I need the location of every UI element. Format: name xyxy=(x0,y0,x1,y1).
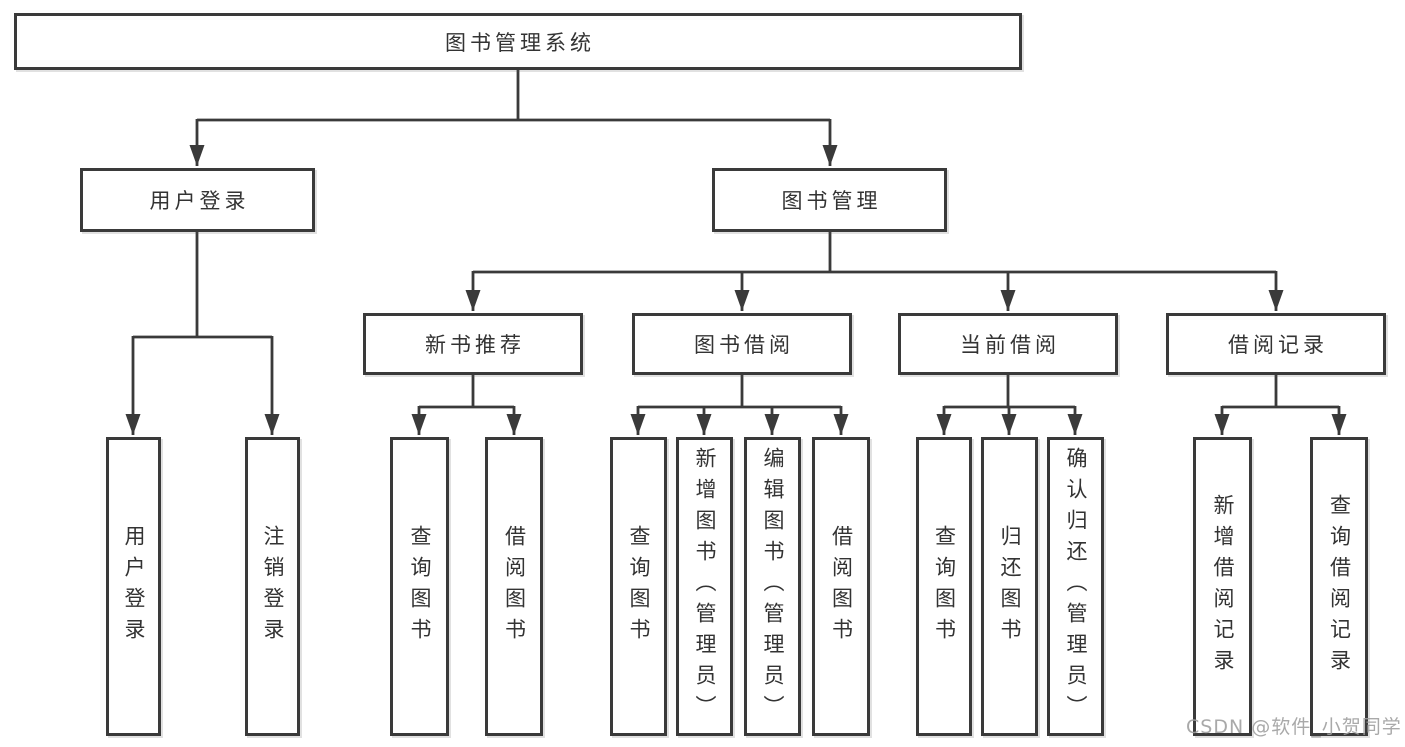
node-label: 查询图书 xyxy=(627,524,651,649)
node-records-add-record: 新增借阅记录 xyxy=(1193,437,1252,736)
node-book-borrowing: 图书借阅 xyxy=(632,313,852,375)
node-label: 新书推荐 xyxy=(425,333,525,357)
connectors-current-borrowing xyxy=(936,375,1083,435)
node-book-management: 图书管理 xyxy=(712,168,947,232)
connectors-book-management xyxy=(465,232,1284,311)
node-label: 借阅图书 xyxy=(502,524,527,649)
node-label: 归还图书 xyxy=(998,524,1022,649)
node-label: 查询借阅记录 xyxy=(1327,493,1352,680)
connectors-borrow-records xyxy=(1214,375,1347,435)
node-user-login-leaf: 用户登录 xyxy=(106,437,161,736)
connectors-book-borrowing xyxy=(630,375,849,435)
connectors-new-book-recommendation xyxy=(411,375,522,435)
node-label: 借阅图书 xyxy=(829,524,854,649)
node-current-query-books: 查询图书 xyxy=(916,437,972,736)
node-label: 新增借阅记录 xyxy=(1211,493,1235,680)
node-label: 新增图书（管理员） xyxy=(693,447,717,726)
node-label: 当前借阅 xyxy=(960,333,1060,357)
node-label: 图书借阅 xyxy=(694,333,794,357)
node-borrow-records: 借阅记录 xyxy=(1166,313,1386,375)
node-label: 注销登录 xyxy=(261,524,285,649)
node-library-management-system: 图书管理系统 xyxy=(14,13,1022,70)
node-borrowing-edit-books-admin: 编辑图书（管理员） xyxy=(744,437,801,736)
node-user-login: 用户登录 xyxy=(80,168,315,232)
node-recommend-borrow-books: 借阅图书 xyxy=(485,437,543,736)
node-recommend-query-books: 查询图书 xyxy=(390,437,449,736)
node-current-return-books: 归还图书 xyxy=(981,437,1038,736)
watermark-text: CSDN @软件_小贺同学 xyxy=(1186,716,1402,738)
node-new-book-recommendation: 新书推荐 xyxy=(363,313,583,375)
node-borrowing-add-books-admin: 新增图书（管理员） xyxy=(676,437,733,736)
node-borrowing-borrow-books: 借阅图书 xyxy=(812,437,870,736)
connectors-root xyxy=(189,70,838,166)
node-label: 图书管理系统 xyxy=(445,30,595,55)
node-label: 查询图书 xyxy=(408,524,432,649)
node-label: 用户登录 xyxy=(122,524,146,649)
node-current-confirm-return-admin: 确认归还（管理员） xyxy=(1047,437,1104,736)
node-label: 确认归还（管理员） xyxy=(1064,447,1088,726)
node-label: 查询图书 xyxy=(932,524,957,649)
node-records-query-record: 查询借阅记录 xyxy=(1310,437,1368,736)
node-borrowing-query-books: 查询图书 xyxy=(610,437,667,736)
node-label: 编辑图书（管理员） xyxy=(761,447,785,726)
node-label: 借阅记录 xyxy=(1228,333,1328,357)
node-label: 图书管理 xyxy=(781,189,882,213)
node-label: 用户登录 xyxy=(149,189,250,213)
connectors-user-login xyxy=(125,232,280,435)
node-logout: 注销登录 xyxy=(245,437,300,736)
node-current-borrowing: 当前借阅 xyxy=(898,313,1118,375)
